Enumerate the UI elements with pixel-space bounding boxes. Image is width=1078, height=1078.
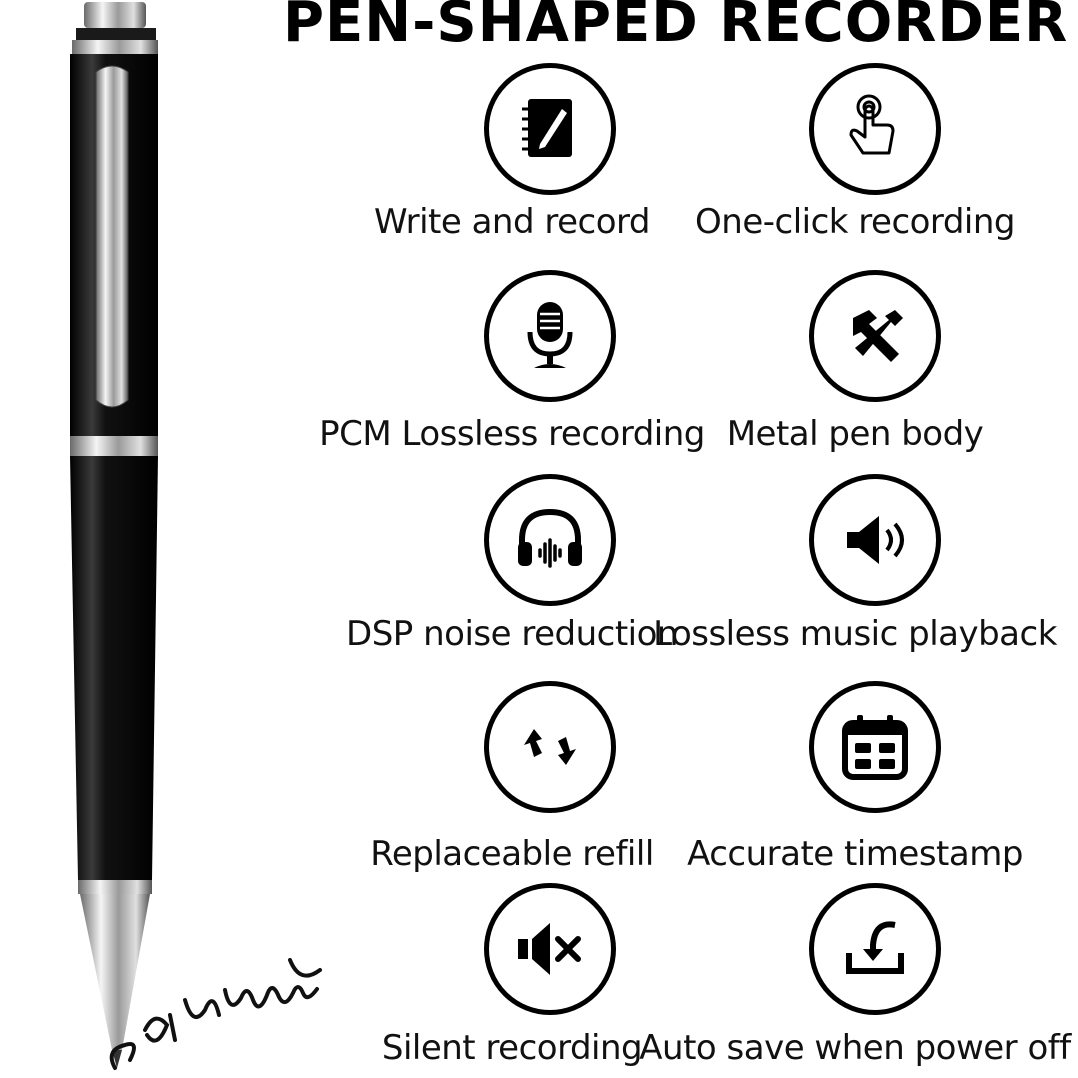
- feature-icon-circle: [809, 474, 941, 606]
- feature-icon-circle: [809, 883, 941, 1015]
- feature-label: Lossless music playback: [653, 614, 1057, 654]
- feature-icon-circle: [484, 681, 616, 813]
- speaker-icon: [835, 500, 915, 580]
- pen-image: [70, 2, 322, 1070]
- feature-icon-circle: [809, 63, 941, 195]
- microphone-icon: [510, 296, 590, 376]
- pen-middle-ring: [70, 436, 158, 456]
- feature-label: One-click recording: [695, 202, 1015, 242]
- feature-label: Replaceable refill: [370, 834, 654, 874]
- feature-icon-circle: [809, 270, 941, 402]
- finger-press-icon: [835, 89, 915, 169]
- pen-clip: [95, 65, 129, 408]
- notebook-pen-icon: [510, 89, 590, 169]
- hammer-wrench-icon: [835, 296, 915, 376]
- pen-top-button: [84, 2, 146, 28]
- feature-icon-circle: [484, 474, 616, 606]
- feature-icon-circle: [809, 681, 941, 813]
- save-download-icon: [835, 909, 915, 989]
- pen-tip: [80, 894, 150, 1050]
- feature-icon-circle: [484, 883, 616, 1015]
- calendar-icon: [835, 707, 915, 787]
- page-title: PEN-SHAPED RECORDER: [283, 0, 1069, 55]
- feature-label: Write and record: [374, 202, 650, 242]
- feature-icon-circle: [484, 63, 616, 195]
- feature-label: Accurate timestamp: [687, 834, 1023, 874]
- feature-label: DSP noise reduction: [346, 614, 678, 654]
- pen-lower-body: [70, 456, 158, 880]
- swap-arrows-icon: [510, 707, 590, 787]
- feature-icon-circle: [484, 270, 616, 402]
- feature-label: Metal pen body: [726, 414, 984, 454]
- headphones-icon: [510, 500, 590, 580]
- feature-label: PCM Lossless recording: [319, 414, 705, 454]
- feature-label: Silent recording: [381, 1028, 643, 1068]
- feature-label: Auto save when power off: [639, 1028, 1071, 1068]
- handwriting-scribble: [109, 958, 322, 1070]
- mute-icon: [510, 909, 590, 989]
